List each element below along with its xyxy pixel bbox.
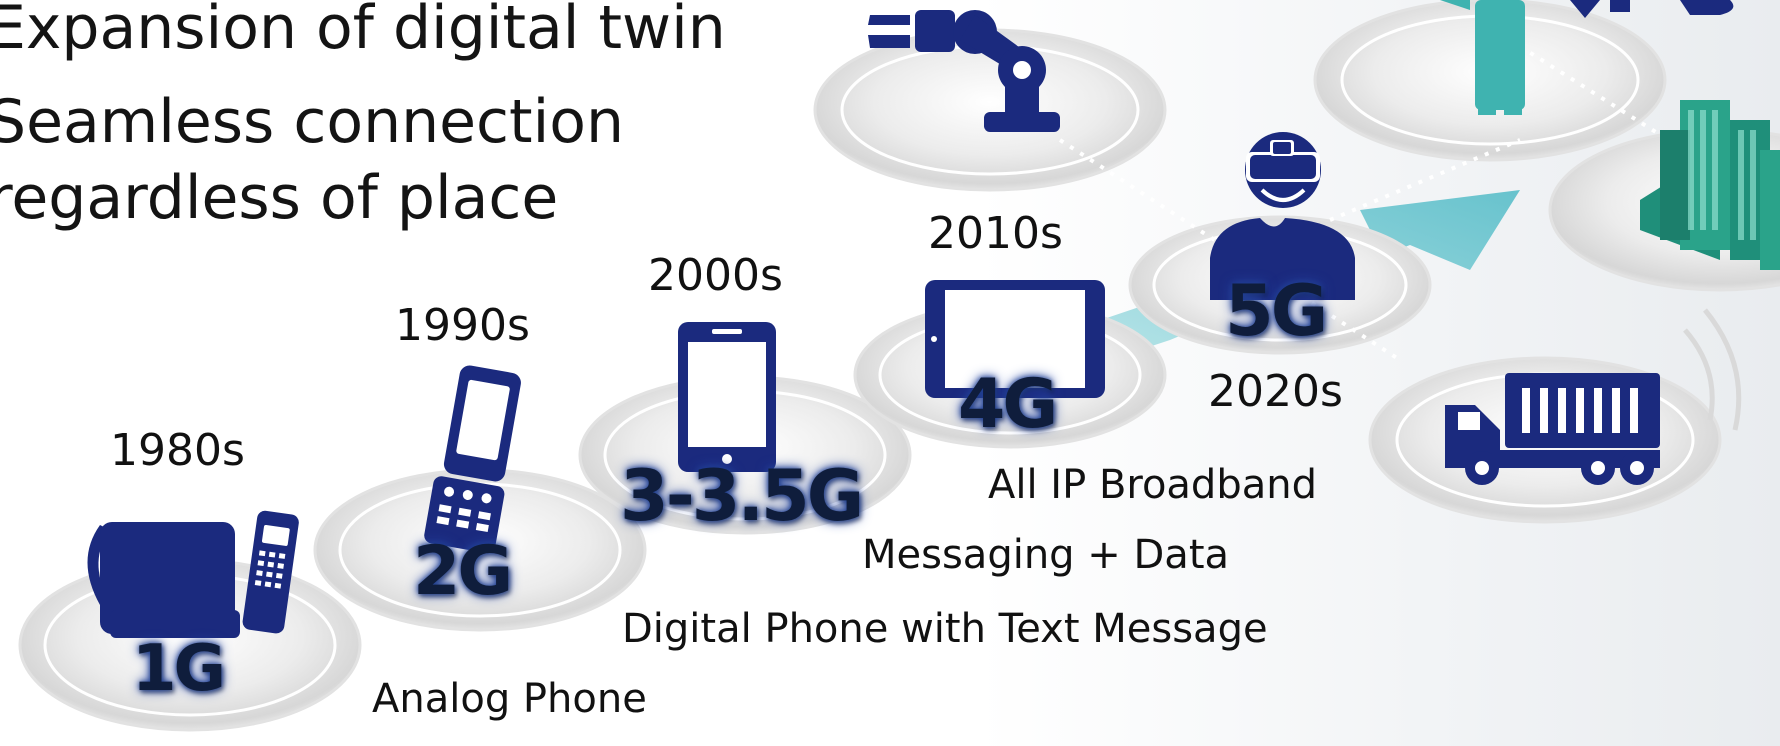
- era-3g: 2000s: [648, 250, 783, 301]
- person-icon: [1440, 0, 1525, 115]
- desc-3g: Messaging + Data: [862, 532, 1230, 578]
- vr-headset-person-icon: [1210, 132, 1355, 300]
- gen-label-4g: 4G: [958, 365, 1058, 444]
- truck-icon: [1445, 373, 1660, 485]
- era-2g: 1990s: [395, 300, 530, 351]
- desk-phone-icon: [87, 510, 299, 638]
- desc-1g: Analog Phone: [372, 676, 647, 722]
- gen-label-3g: 3-3.5G: [620, 455, 864, 537]
- city-buildings-icon: [1640, 100, 1780, 270]
- era-5g: 2020s: [1208, 366, 1343, 417]
- flip-phone-icon: [424, 365, 521, 554]
- bullet-regardless-of-place: regardless of place: [0, 163, 559, 233]
- tablet-icon: [925, 280, 1105, 398]
- gen-label-1g: 1G: [132, 632, 226, 706]
- bullet-digital-twin: Expansion of digital twin: [0, 0, 726, 63]
- bullet-seamless-connection: Seamless connection: [0, 87, 624, 157]
- gen-label-5g: 5G: [1225, 270, 1328, 352]
- robot-arm-icon: [868, 10, 1060, 132]
- desc-4g: All IP Broadband: [988, 462, 1317, 508]
- connection-lines: [1058, 38, 1702, 362]
- desc-2g: Digital Phone with Text Message: [622, 606, 1268, 652]
- era-1g: 1980s: [110, 425, 245, 476]
- smartphone-icon: [678, 322, 776, 472]
- gen-label-2g: 2G: [413, 532, 513, 611]
- cropped-text-shapes: [1570, 0, 1734, 18]
- era-4g: 2010s: [928, 208, 1063, 259]
- wireless-signal-icon: [1683, 308, 1742, 431]
